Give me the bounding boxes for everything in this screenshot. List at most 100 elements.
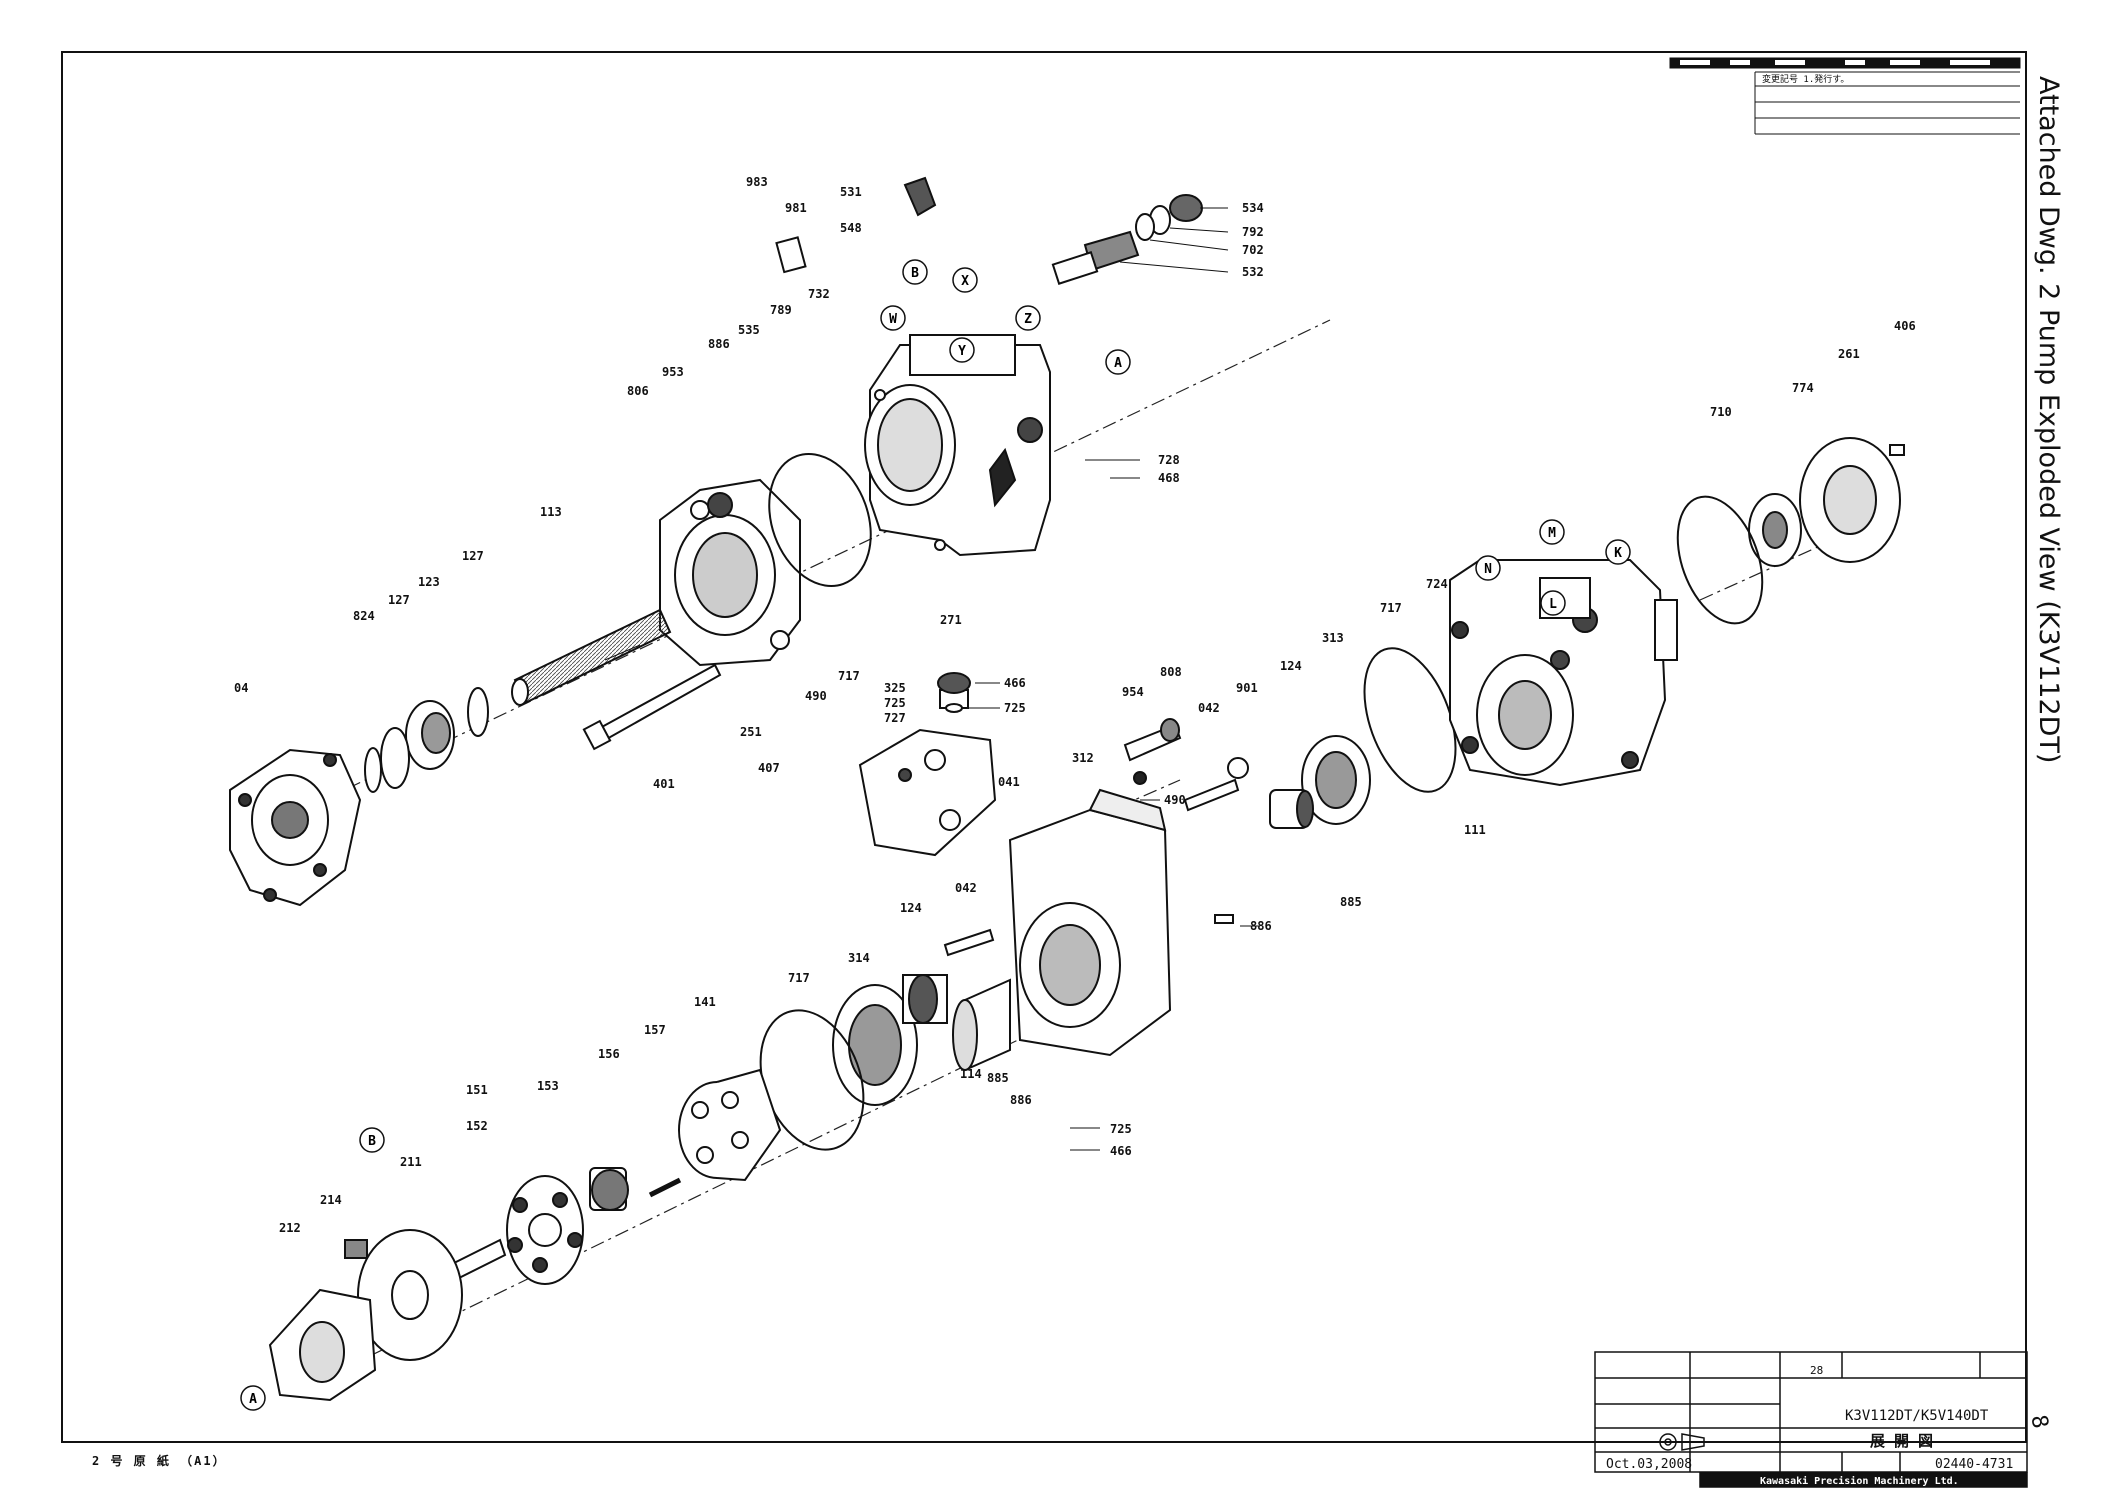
oring-717-mid — [1363, 647, 1457, 793]
callout: 732 — [808, 287, 830, 301]
bearing-774 — [1748, 493, 1802, 567]
callout: 886 — [1250, 919, 1272, 933]
svg-text:Y: Y — [958, 344, 966, 359]
revision-block: 変更記号 1.発行す。 — [1669, 57, 2021, 135]
callout: 702 — [1242, 243, 1264, 257]
callout: 156 — [598, 1047, 620, 1061]
revision-note: 変更記号 1.発行す。 — [1762, 73, 1849, 85]
callout: 042 — [955, 881, 977, 895]
callout: 725 — [1004, 701, 1026, 715]
assembled-pump — [1449, 559, 1678, 787]
callout: 901 — [1236, 681, 1258, 695]
callout: 535 — [738, 323, 760, 337]
part-callouts: 983 981 531 548 534 792 702 532 535 789 … — [234, 175, 1916, 1235]
callout: 710 — [1710, 405, 1732, 419]
callout: 401 — [653, 777, 675, 791]
callout: 774 — [1792, 381, 1814, 395]
callout: 151 — [466, 1083, 488, 1097]
callout: 789 — [770, 303, 792, 317]
callout: 954 — [1122, 685, 1144, 699]
callout: 312 — [1072, 751, 1094, 765]
callout: 490 — [805, 689, 827, 703]
callout: 490 — [1164, 793, 1186, 807]
callout: 885 — [987, 1071, 1009, 1085]
callout: 717 — [1380, 601, 1402, 615]
callout: 152 — [466, 1119, 488, 1133]
callout: 251 — [740, 725, 762, 739]
callout: 407 — [758, 761, 780, 775]
port-fittings-top — [775, 176, 1203, 285]
svg-text:W: W — [889, 312, 897, 327]
callout: 792 — [1242, 225, 1264, 239]
drawing-number: 02440-4731 — [1935, 1457, 2013, 1472]
title-block — [1594, 1351, 2028, 1488]
svg-text:A: A — [1114, 356, 1122, 371]
callout: 468 — [1158, 471, 1180, 485]
callout: 824 — [353, 609, 375, 623]
callout: 041 — [998, 775, 1020, 789]
callout: 466 — [1004, 676, 1026, 690]
view-marker-N: N — [1475, 555, 1501, 581]
callout: 261 — [1838, 347, 1860, 361]
drawing-border — [61, 51, 2027, 1443]
view-marker-K: K — [1605, 539, 1631, 565]
valve-plate-312 — [1008, 788, 1172, 1057]
drawing-title: 展 開 図 — [1870, 1432, 1933, 1450]
callout: 717 — [838, 669, 860, 683]
shaft-113 — [511, 608, 672, 706]
callout: 314 — [848, 951, 870, 965]
callout: 042 — [1198, 701, 1220, 715]
view-marker-Y: Y — [949, 337, 975, 363]
callout: 214 — [320, 1193, 342, 1207]
view-marker-X: X — [952, 267, 978, 293]
callout: 724 — [1426, 577, 1448, 591]
scale-value: 28 — [1810, 1364, 1823, 1377]
view-marker-Z: Z — [1015, 305, 1041, 331]
callout: 983 — [746, 175, 768, 189]
callout: 127 — [388, 593, 410, 607]
callout: 886 — [708, 337, 730, 351]
callout: 725 — [1110, 1122, 1132, 1136]
rotating-group — [268, 974, 1011, 1402]
company-name: Kawasaki Precision Machinery Ltd. — [1760, 1475, 1959, 1487]
oring-710 — [1676, 495, 1764, 625]
callout: 111 — [1464, 823, 1486, 837]
callout: 808 — [1160, 665, 1182, 679]
callout: 548 — [840, 221, 862, 235]
svg-text:N: N — [1484, 562, 1492, 577]
svg-text:K: K — [1614, 546, 1622, 561]
callout: 313 — [1322, 631, 1344, 645]
callout: 728 — [1158, 453, 1180, 467]
callout: 806 — [627, 384, 649, 398]
callout: 532 — [1242, 265, 1264, 279]
swashplate-313 — [1269, 735, 1371, 829]
drawing-side-title: Attached Dwg. 2 Pump Exploded View (K3V1… — [2030, 76, 2070, 776]
center-pins — [943, 718, 1249, 957]
view-markers: B X W Y Z A M N K L B A — [240, 259, 1631, 1411]
view-marker-W: W — [880, 305, 906, 331]
view-marker-M: M — [1539, 519, 1565, 545]
svg-text:Z: Z — [1024, 312, 1032, 327]
callout: 271 — [940, 613, 962, 627]
callout: 466 — [1110, 1144, 1132, 1158]
view-marker-A-bottom: A — [240, 1385, 266, 1411]
view-marker-B-top: B — [902, 259, 928, 285]
svg-text:B: B — [911, 266, 919, 281]
callout: 212 — [279, 1221, 301, 1235]
view-marker-L: L — [1540, 590, 1566, 616]
drawing-date: Oct.03,2008 — [1606, 1457, 1692, 1472]
drawing-title-text: Attached Dwg. 2 Pump Exploded View (K3V1… — [2033, 76, 2064, 764]
callout: 406 — [1894, 319, 1916, 333]
callout: 885 — [1340, 895, 1362, 909]
callout: 113 — [540, 505, 562, 519]
callout: 725 — [884, 696, 906, 710]
svg-text:M: M — [1548, 526, 1556, 541]
callout: 953 — [662, 365, 684, 379]
bearing-123 — [364, 687, 489, 793]
callout: 981 — [785, 201, 807, 215]
callout: 127 — [462, 549, 484, 563]
callout: 534 — [1242, 201, 1264, 215]
callout: 531 — [840, 185, 862, 199]
callout: 124 — [1280, 659, 1302, 673]
